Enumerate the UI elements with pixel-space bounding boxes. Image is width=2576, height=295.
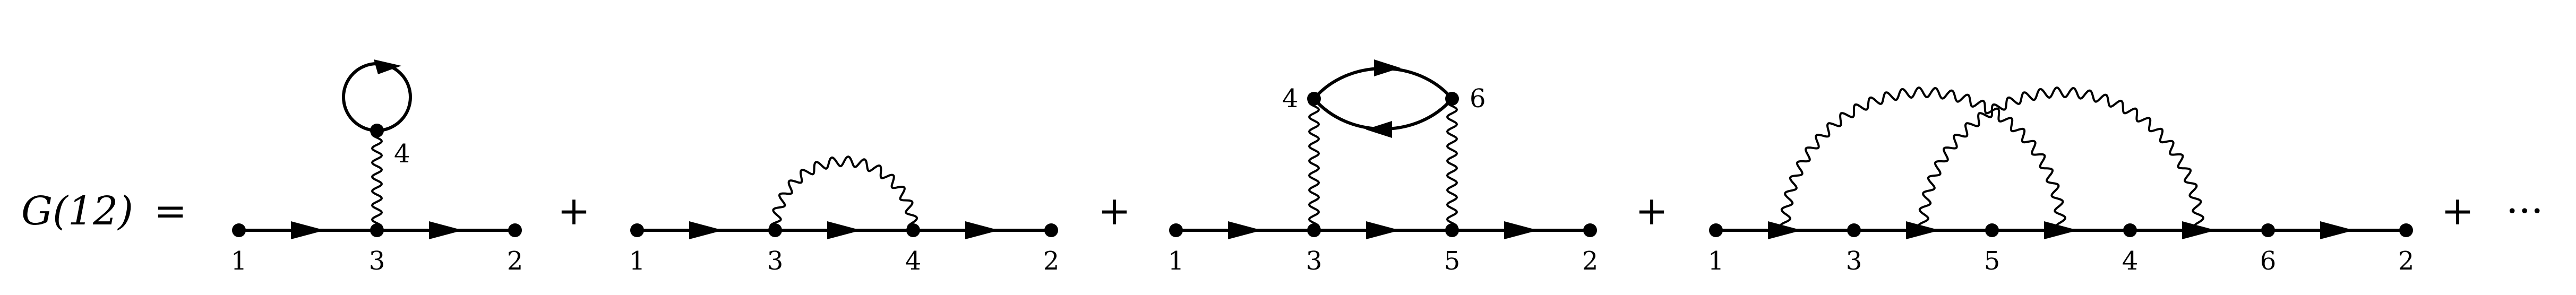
equals-sign: =: [154, 188, 187, 234]
plus-sign: +: [557, 188, 590, 234]
diagram-crossed: 1 3 5 4 6 2: [1708, 86, 2415, 276]
vertex-dot: [1169, 223, 1183, 237]
vertex-dot: [1044, 223, 1058, 237]
vertex-label: 3: [1846, 246, 1862, 276]
vertex-label: 4: [394, 139, 410, 169]
plus-sign: +: [1635, 188, 1668, 234]
vertex-label: 1: [1708, 246, 1724, 276]
vertex-label: 4: [2122, 246, 2139, 276]
fermion-loop-arrow: [1366, 121, 1392, 138]
vertex-label: 1: [1168, 246, 1184, 276]
vertex-dot: [906, 223, 920, 237]
diagram-bubble: 1 3 5 2 4 6: [1168, 59, 1599, 276]
green-function-label: G(12): [21, 188, 133, 234]
fermion-arrow: [1504, 221, 1538, 239]
fermion-arrow: [2320, 221, 2354, 239]
vertex-dot: [370, 223, 384, 237]
fermion-arrow: [1228, 221, 1262, 239]
plus-sign: +: [2441, 188, 2474, 234]
vertex-dot: [2261, 223, 2275, 237]
vertex-label: 1: [231, 246, 247, 276]
ellipsis: ···: [2506, 188, 2544, 234]
fermion-arrow: [291, 221, 325, 239]
vertex-dot: [232, 223, 246, 237]
vertex-label: 3: [369, 246, 385, 276]
vertex-label: 5: [1444, 246, 1461, 276]
vertex-dot: [508, 223, 522, 237]
vertex-dot: [1445, 223, 1459, 237]
fermion-arrow: [1768, 221, 1802, 239]
vertex-dot: [630, 223, 644, 237]
fermion-loop: [342, 62, 412, 132]
fermion-arrow: [827, 221, 861, 239]
vertex-label: 2: [1043, 246, 1060, 276]
interaction-line: [1779, 86, 2067, 231]
vertex-label: 2: [507, 246, 523, 276]
diagram-hartree: 1 3 2 4: [231, 59, 523, 276]
vertex-label: 6: [1470, 84, 1486, 114]
fermion-loop-arrow: [374, 59, 401, 74]
vertex-label: 3: [767, 246, 784, 276]
interaction-line: [1308, 98, 1320, 231]
vertex-dot: [1847, 223, 1861, 237]
fermion-loop-arrow: [1374, 59, 1401, 76]
vertex-label: 4: [1282, 84, 1299, 114]
fermion-arrow: [1906, 221, 1940, 239]
interaction-line: [769, 155, 918, 231]
fermion-arrow: [2182, 221, 2216, 239]
vertex-dot: [1307, 92, 1321, 106]
vertex-dot: [1985, 223, 1999, 237]
vertex-dot: [2399, 223, 2413, 237]
vertex-dot: [768, 223, 782, 237]
interaction-line: [1917, 86, 2205, 231]
vertex-dot: [1709, 223, 1723, 237]
fermion-arrow: [429, 221, 463, 239]
vertex-label: 1: [629, 246, 646, 276]
vertex-label: 4: [905, 246, 922, 276]
fermion-arrow: [2044, 221, 2078, 239]
vertex-dot: [1583, 223, 1597, 237]
vertex-dot: [1445, 92, 1459, 106]
vertex-dot: [2123, 223, 2137, 237]
vertex-label: 6: [2260, 246, 2277, 276]
interaction-line: [371, 129, 383, 231]
interaction-line: [1446, 98, 1458, 231]
vertex-dot: [1307, 223, 1321, 237]
fermion-arrow: [1366, 221, 1400, 239]
fermion-arrow: [965, 221, 999, 239]
diagram-exchange: 1 3 4 2: [629, 155, 1060, 276]
vertex-label: 5: [1984, 246, 2000, 276]
vertex-dot: [370, 124, 384, 137]
vertex-label: 3: [1306, 246, 1323, 276]
plus-sign: +: [1098, 188, 1131, 234]
fermion-arrow: [689, 221, 723, 239]
vertex-label: 2: [2398, 246, 2415, 276]
vertex-label: 2: [1582, 246, 1599, 276]
